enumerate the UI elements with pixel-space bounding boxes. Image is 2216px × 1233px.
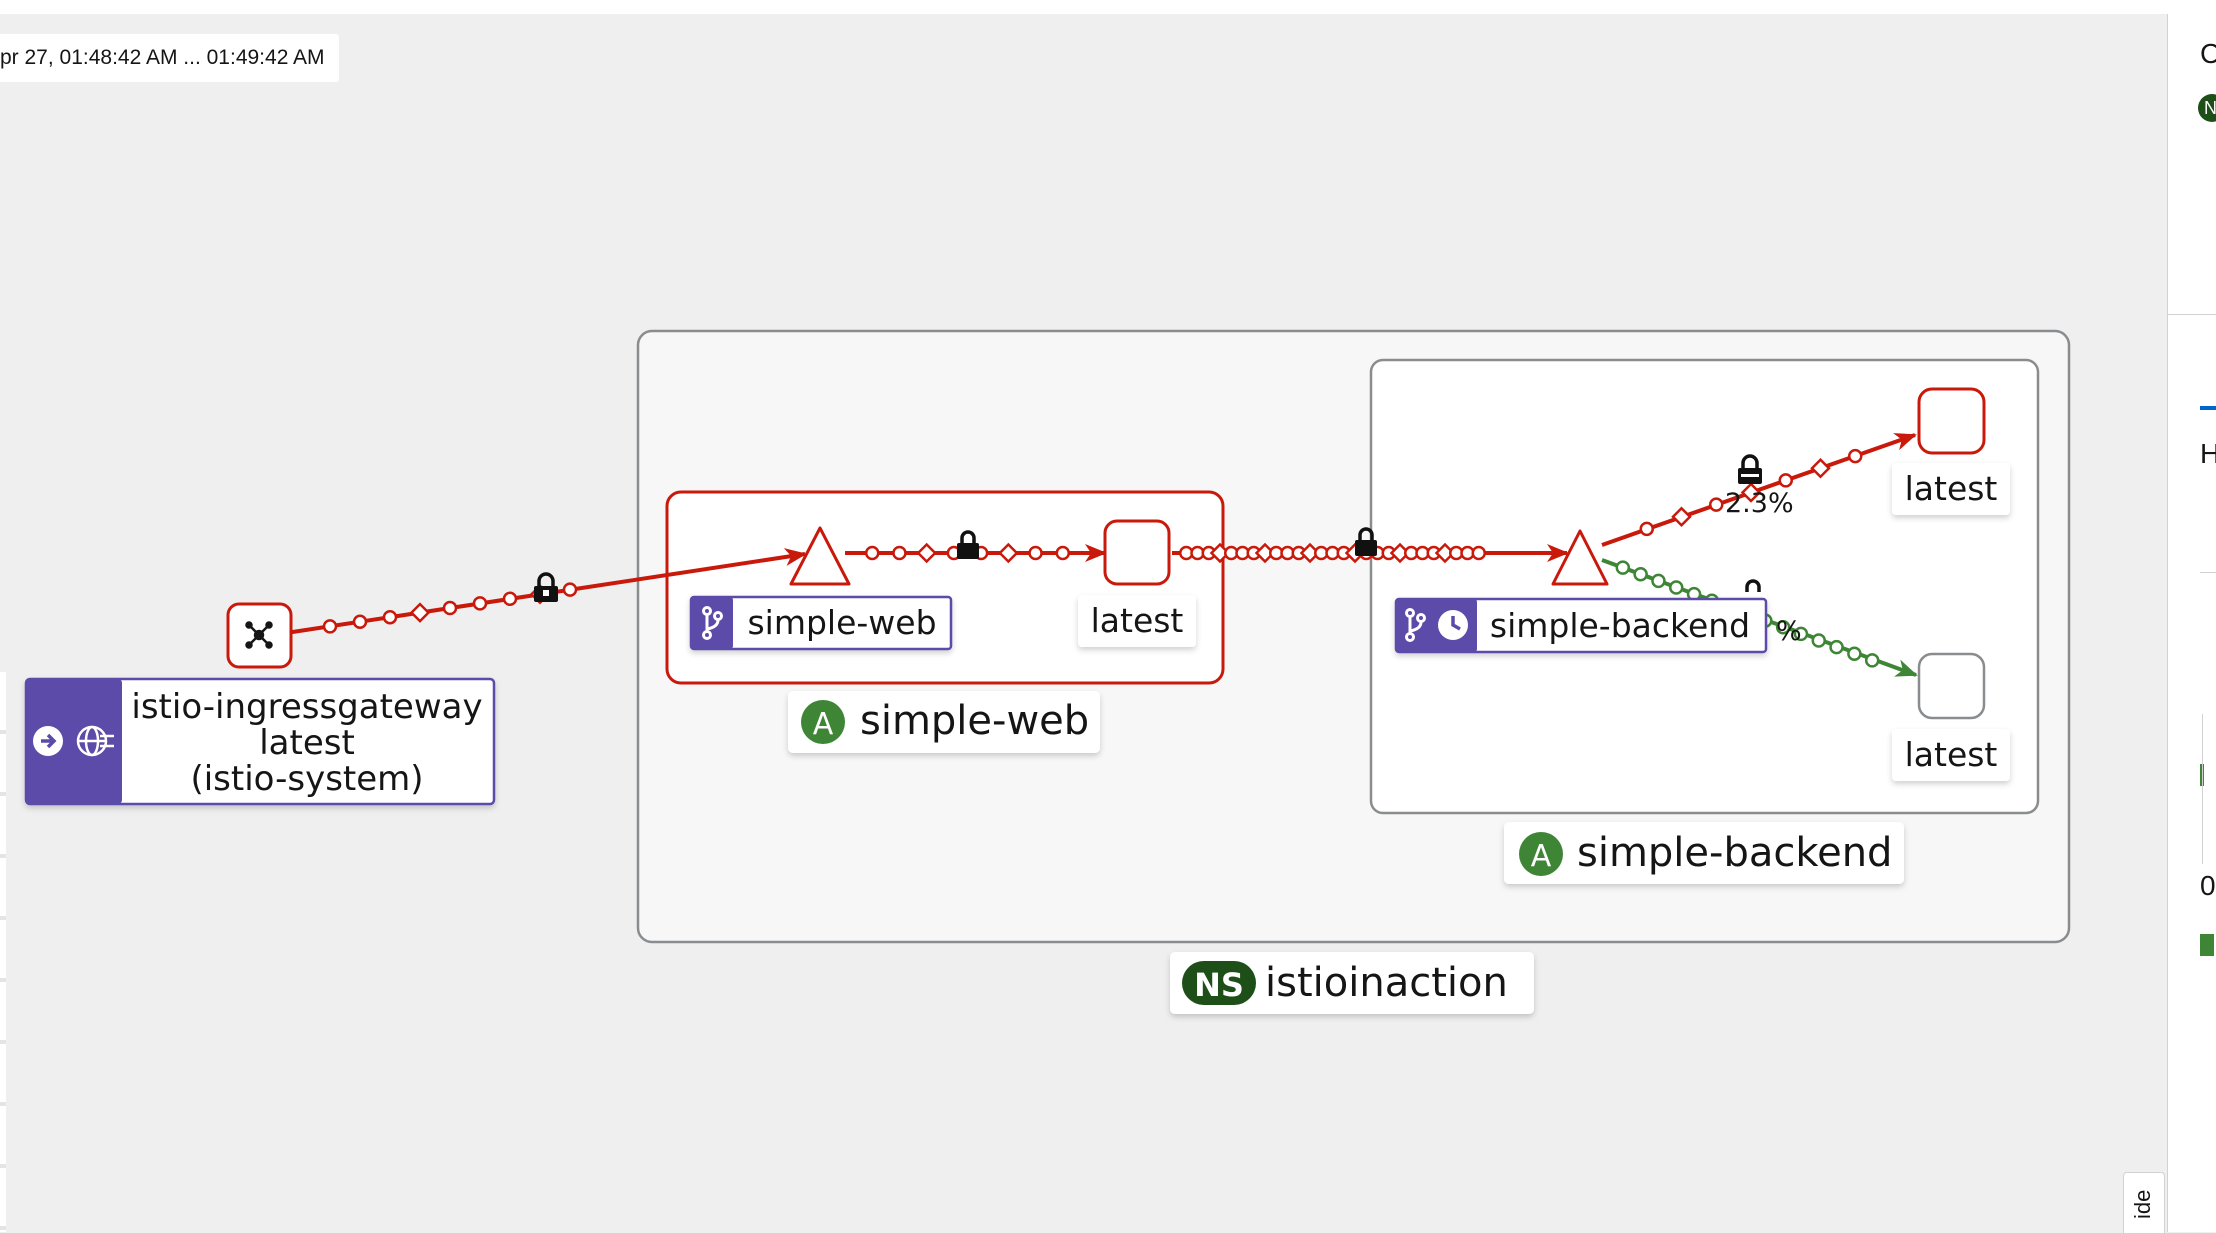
- traffic-dot: [1633, 567, 1648, 582]
- code-branch-icon: [702, 606, 723, 640]
- side-panel-letter-0: 0: [2200, 870, 2216, 901]
- arrow-circle-right-icon: [33, 726, 63, 756]
- traffic-dot: [1848, 448, 1863, 464]
- globe-network-icon: [76, 725, 114, 757]
- namespace-badge-letters: NS: [1194, 966, 1244, 1004]
- simple-web-workload-node[interactable]: [1103, 519, 1171, 586]
- side-panel-divider: [2200, 572, 2216, 573]
- simple-backend-workload-label-top[interactable]: [1892, 463, 2010, 515]
- namespace-mini-badge-letter: N: [2204, 98, 2216, 118]
- backend-workload-text-top: latest: [1905, 469, 1998, 508]
- mtls-lock-icon: [957, 530, 979, 559]
- code-branch-icon: [1405, 608, 1426, 642]
- traffic-dot: [1389, 542, 1411, 564]
- mtls-lock-icon: [1745, 579, 1761, 592]
- app-box-simple-backend[interactable]: [1369, 358, 2040, 815]
- time-range-text: pr 27, 01:48:42 AM ... 01:49:42 AM: [0, 46, 325, 69]
- gateway-label[interactable]: [24, 677, 496, 806]
- traffic-dot: [1775, 620, 1791, 635]
- summary-side-panel[interactable]: C N H 0: [2167, 14, 2216, 1232]
- app-badge-letter: A: [813, 707, 834, 742]
- traffic-dot: [322, 619, 338, 634]
- gateway-namespace: (istio-system): [190, 759, 423, 799]
- traffic-dot: [1778, 473, 1793, 488]
- traffic-dot: [864, 545, 880, 561]
- gateway-name: istio-ingressgateway: [131, 687, 482, 727]
- traffic-dot: [1028, 545, 1043, 561]
- traffic-dot: [1615, 560, 1631, 575]
- backend-workload-text-bottom: latest: [1905, 735, 1998, 774]
- app-label-simple-backend[interactable]: [1504, 822, 1904, 884]
- traffic-dot: [1254, 542, 1276, 564]
- traffic-dot: [1810, 457, 1831, 479]
- simple-web-workload-label[interactable]: [1078, 595, 1196, 647]
- traffic-dot: [1209, 542, 1231, 564]
- traffic-dot: [1671, 506, 1692, 528]
- traffic-dot: [1639, 521, 1654, 537]
- top-toolbar-strip: [0, 0, 2216, 14]
- side-panel-legend-swatch: [2200, 934, 2214, 956]
- namespace-label[interactable]: [1170, 952, 1534, 1014]
- traffic-dot: [562, 582, 578, 597]
- traffic-dot: [1740, 482, 1762, 503]
- traffic-dot: [1847, 646, 1862, 661]
- app-badge-icon: [1519, 832, 1563, 876]
- traffic-dot: [1055, 545, 1071, 561]
- traffic-dot: [409, 602, 431, 623]
- mtls-lock-icon: [1355, 527, 1377, 556]
- side-panel-letter-h: H: [2200, 438, 2216, 469]
- simple-backend-workload-node-top[interactable]: [1917, 387, 1986, 455]
- app-label-simple-web[interactable]: [788, 691, 1100, 753]
- simple-web-service-node[interactable]: [789, 526, 851, 586]
- mtls-lock-icon: [534, 572, 558, 602]
- traffic-dot: [916, 542, 937, 564]
- namespace-mini-badge-icon: N: [2198, 94, 2216, 122]
- traffic-dot: [382, 609, 398, 625]
- namespace-label-text: istioinaction: [1265, 960, 1508, 1006]
- traffic-dot: [472, 596, 488, 611]
- edge-label-top: 2.3%: [1725, 488, 1794, 519]
- namespace-badge-icon: [1182, 961, 1256, 1005]
- traffic-dot: [1793, 626, 1809, 642]
- simple-web-service-text: simple-web: [747, 603, 936, 642]
- edge-label-bottom: %: [1776, 616, 1802, 647]
- traffic-dot: [1471, 545, 1486, 561]
- time-range-display: pr 27, 01:48:42 AM ... 01:49:42 AM: [0, 34, 339, 82]
- traffic-dot: [1434, 542, 1456, 564]
- app-badge-letter: A: [1531, 839, 1552, 874]
- side-panel-tab-active-indicator: [2200, 406, 2216, 410]
- ingress-gateway-icon: [245, 621, 273, 649]
- clock-icon: [1438, 610, 1468, 640]
- traffic-dot: [1651, 573, 1666, 589]
- traffic-dot: [892, 545, 907, 561]
- traffic-dot: [1864, 653, 1880, 668]
- simple-web-workload-text: latest: [1091, 601, 1184, 640]
- traffic-dot: [1669, 580, 1684, 595]
- simple-backend-service-text: simple-backend: [1490, 606, 1750, 645]
- traffic-dot: [1829, 639, 1844, 655]
- traffic-dot: [998, 542, 1019, 564]
- traffic-dot: [442, 600, 458, 616]
- side-panel-divider: [2168, 314, 2216, 315]
- mtls-lock-icon: [1738, 454, 1762, 484]
- traffic-dot: [1299, 542, 1321, 564]
- traffic-dot: [1811, 633, 1826, 648]
- traffic-dot: [352, 614, 368, 630]
- simple-web-service-label[interactable]: [689, 595, 953, 651]
- left-toolbar-strip: [0, 672, 6, 1232]
- traffic-dot: [1709, 497, 1724, 512]
- simple-backend-workload-node-bottom[interactable]: [1917, 652, 1986, 720]
- gateway-version: latest: [259, 723, 355, 763]
- app-label-simple-backend-text: simple-backend: [1577, 830, 1892, 876]
- app-label-simple-web-text: simple-web: [860, 698, 1089, 744]
- hide-panel-tab-text: ide: [2130, 1189, 2155, 1219]
- side-panel-chart-axis: [2202, 714, 2203, 864]
- app-badge-icon: [801, 700, 845, 744]
- traffic-dot: [502, 591, 518, 607]
- simple-backend-workload-label-bottom[interactable]: [1892, 729, 2010, 781]
- simple-backend-service-node[interactable]: [1551, 529, 1609, 586]
- side-panel-letter-c: C: [2200, 38, 2216, 69]
- hide-panel-tab[interactable]: ide: [2123, 1172, 2165, 1233]
